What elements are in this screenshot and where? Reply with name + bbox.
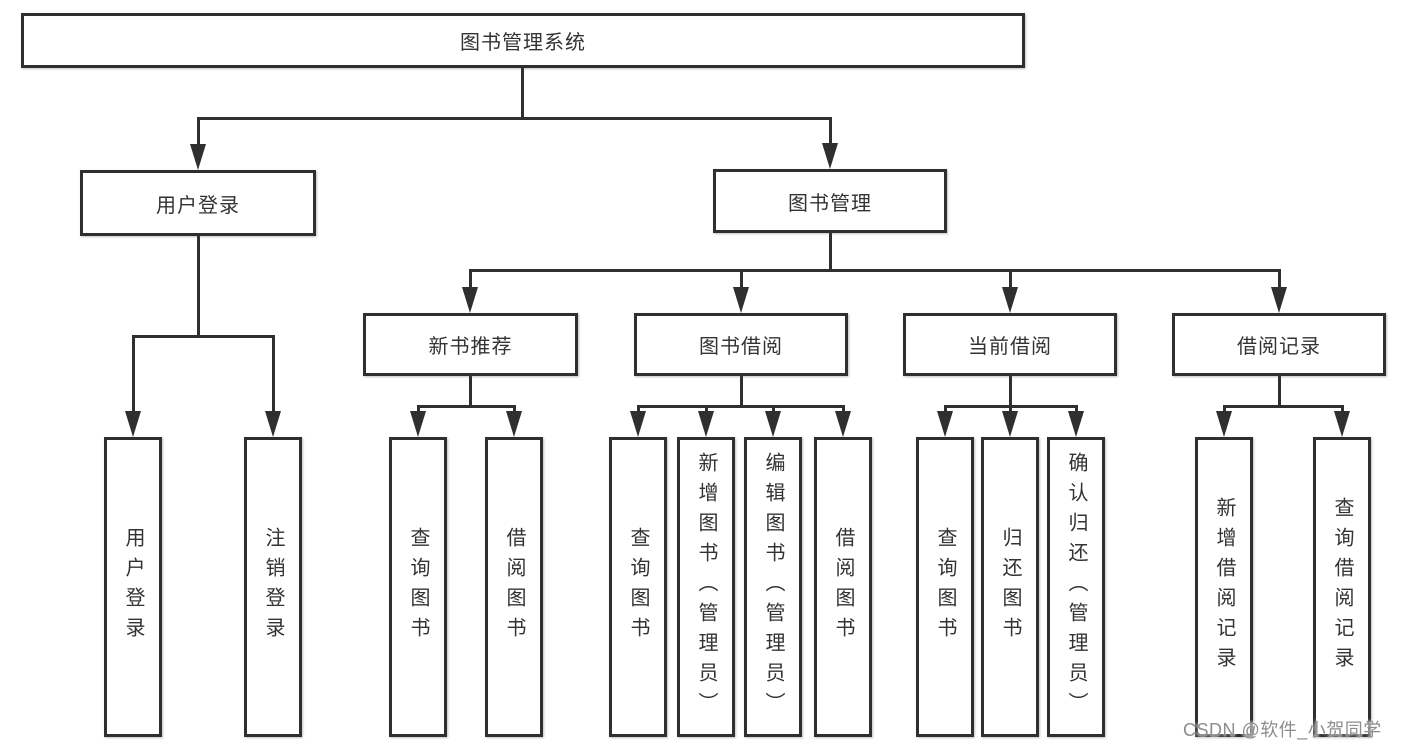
connector-line xyxy=(636,405,640,415)
node-label: 查询图书 xyxy=(934,527,956,647)
connector-line xyxy=(828,233,832,271)
node-label: 用户登录 xyxy=(156,194,240,217)
arrowhead-icon xyxy=(1068,411,1084,437)
connector-line xyxy=(739,376,743,407)
node-label: 新书推荐 xyxy=(428,336,513,358)
connector-line xyxy=(196,116,832,120)
arrowhead-icon xyxy=(1002,411,1018,437)
arrowhead-icon xyxy=(765,411,781,437)
connector-line xyxy=(468,376,472,407)
leaf-edit-books-admin: 编辑图书（管理员） xyxy=(744,437,802,737)
node-label: 确认归还（管理员） xyxy=(1065,452,1087,722)
arrowhead-icon xyxy=(937,411,953,437)
node-label: 图书管理系统 xyxy=(460,32,586,54)
leaf-user-login: 用户登录 xyxy=(104,437,162,737)
connector-line xyxy=(196,117,200,147)
leaf-return-books: 归还图书 xyxy=(981,437,1039,737)
connector-line xyxy=(416,405,420,415)
arrowhead-icon xyxy=(698,411,714,437)
connector-line xyxy=(704,405,708,415)
arrowhead-icon xyxy=(630,411,646,437)
node-label: 当前借阅 xyxy=(968,336,1052,358)
connector-line xyxy=(1222,405,1226,415)
node-label: 图书管理 xyxy=(788,192,872,215)
leaf-query-books-recommend: 查询图书 xyxy=(389,437,447,737)
connector-line xyxy=(636,404,845,408)
connector-line xyxy=(1222,404,1344,408)
node-label: 借阅记录 xyxy=(1237,336,1321,358)
arrowhead-icon xyxy=(1002,287,1018,313)
connector-line xyxy=(1277,376,1281,407)
node-label: 编辑图书（管理员） xyxy=(762,452,784,722)
connector-line xyxy=(943,405,947,415)
node-label: 用户登录 xyxy=(122,527,144,647)
connector-line xyxy=(943,404,1078,408)
arrowhead-icon xyxy=(190,144,206,170)
connector-line xyxy=(468,268,1281,272)
connector-line xyxy=(416,404,516,408)
leaf-logout: 注销登录 xyxy=(244,437,302,737)
connector-line xyxy=(512,405,516,415)
node-label: 查询图书 xyxy=(407,527,429,647)
connector-line xyxy=(771,405,775,415)
arrowhead-icon xyxy=(1334,411,1350,437)
connector-line xyxy=(1340,405,1344,415)
leaf-borrow-books-recommend: 借阅图书 xyxy=(485,437,543,737)
connector-line xyxy=(131,334,275,338)
arrowhead-icon xyxy=(1216,411,1232,437)
leaf-query-books-borrowing: 查询图书 xyxy=(609,437,667,737)
connector-line xyxy=(1008,269,1012,291)
connector-line xyxy=(1008,405,1012,415)
arrowhead-icon xyxy=(125,411,141,437)
arrowhead-icon xyxy=(265,411,281,437)
node-user-login: 用户登录 xyxy=(80,170,316,236)
leaf-add-borrow-record: 新增借阅记录 xyxy=(1195,437,1253,737)
arrowhead-icon xyxy=(733,287,749,313)
connector-line xyxy=(131,336,135,414)
node-label: 新增借阅记录 xyxy=(1213,497,1235,677)
node-label: 查询图书 xyxy=(627,527,649,647)
node-label: 查询借阅记录 xyxy=(1331,497,1353,677)
arrowhead-icon xyxy=(506,411,522,437)
connector-line xyxy=(520,68,524,118)
csdn-watermark: CSDN @软件_小贺同学 xyxy=(1183,720,1382,740)
leaf-borrow-books: 借阅图书 xyxy=(814,437,872,737)
node-borrowing-records: 借阅记录 xyxy=(1172,313,1386,376)
connector-line xyxy=(271,336,275,414)
node-label: 图书借阅 xyxy=(699,336,783,358)
leaf-query-borrow-record: 查询借阅记录 xyxy=(1313,437,1371,737)
connector-line xyxy=(841,405,845,415)
arrowhead-icon xyxy=(410,411,426,437)
arrowhead-icon xyxy=(1271,287,1287,313)
leaf-query-books-current: 查询图书 xyxy=(916,437,974,737)
arrowhead-icon xyxy=(462,287,478,313)
node-book-management: 图书管理 xyxy=(713,169,947,233)
connector-line xyxy=(828,117,832,146)
connector-line xyxy=(468,269,472,291)
node-book-borrowing: 图书借阅 xyxy=(634,313,848,376)
leaf-add-books-admin: 新增图书（管理员） xyxy=(677,437,735,737)
node-label: 借阅图书 xyxy=(503,527,525,647)
leaf-confirm-return-admin: 确认归还（管理员） xyxy=(1047,437,1105,737)
node-label: 归还图书 xyxy=(999,527,1021,647)
connector-line xyxy=(1074,405,1078,415)
connector-line xyxy=(739,269,743,291)
node-label: 注销登录 xyxy=(262,527,284,647)
connector-line xyxy=(1008,376,1012,407)
node-label: 借阅图书 xyxy=(832,527,854,647)
node-library-management-system: 图书管理系统 xyxy=(21,13,1025,68)
arrowhead-icon xyxy=(822,143,838,169)
node-current-borrowing: 当前借阅 xyxy=(903,313,1117,376)
node-label: 新增图书（管理员） xyxy=(695,452,717,722)
connector-line xyxy=(1277,269,1281,291)
node-new-book-recommendation: 新书推荐 xyxy=(363,313,578,376)
arrowhead-icon xyxy=(835,411,851,437)
connector-line xyxy=(196,236,200,337)
